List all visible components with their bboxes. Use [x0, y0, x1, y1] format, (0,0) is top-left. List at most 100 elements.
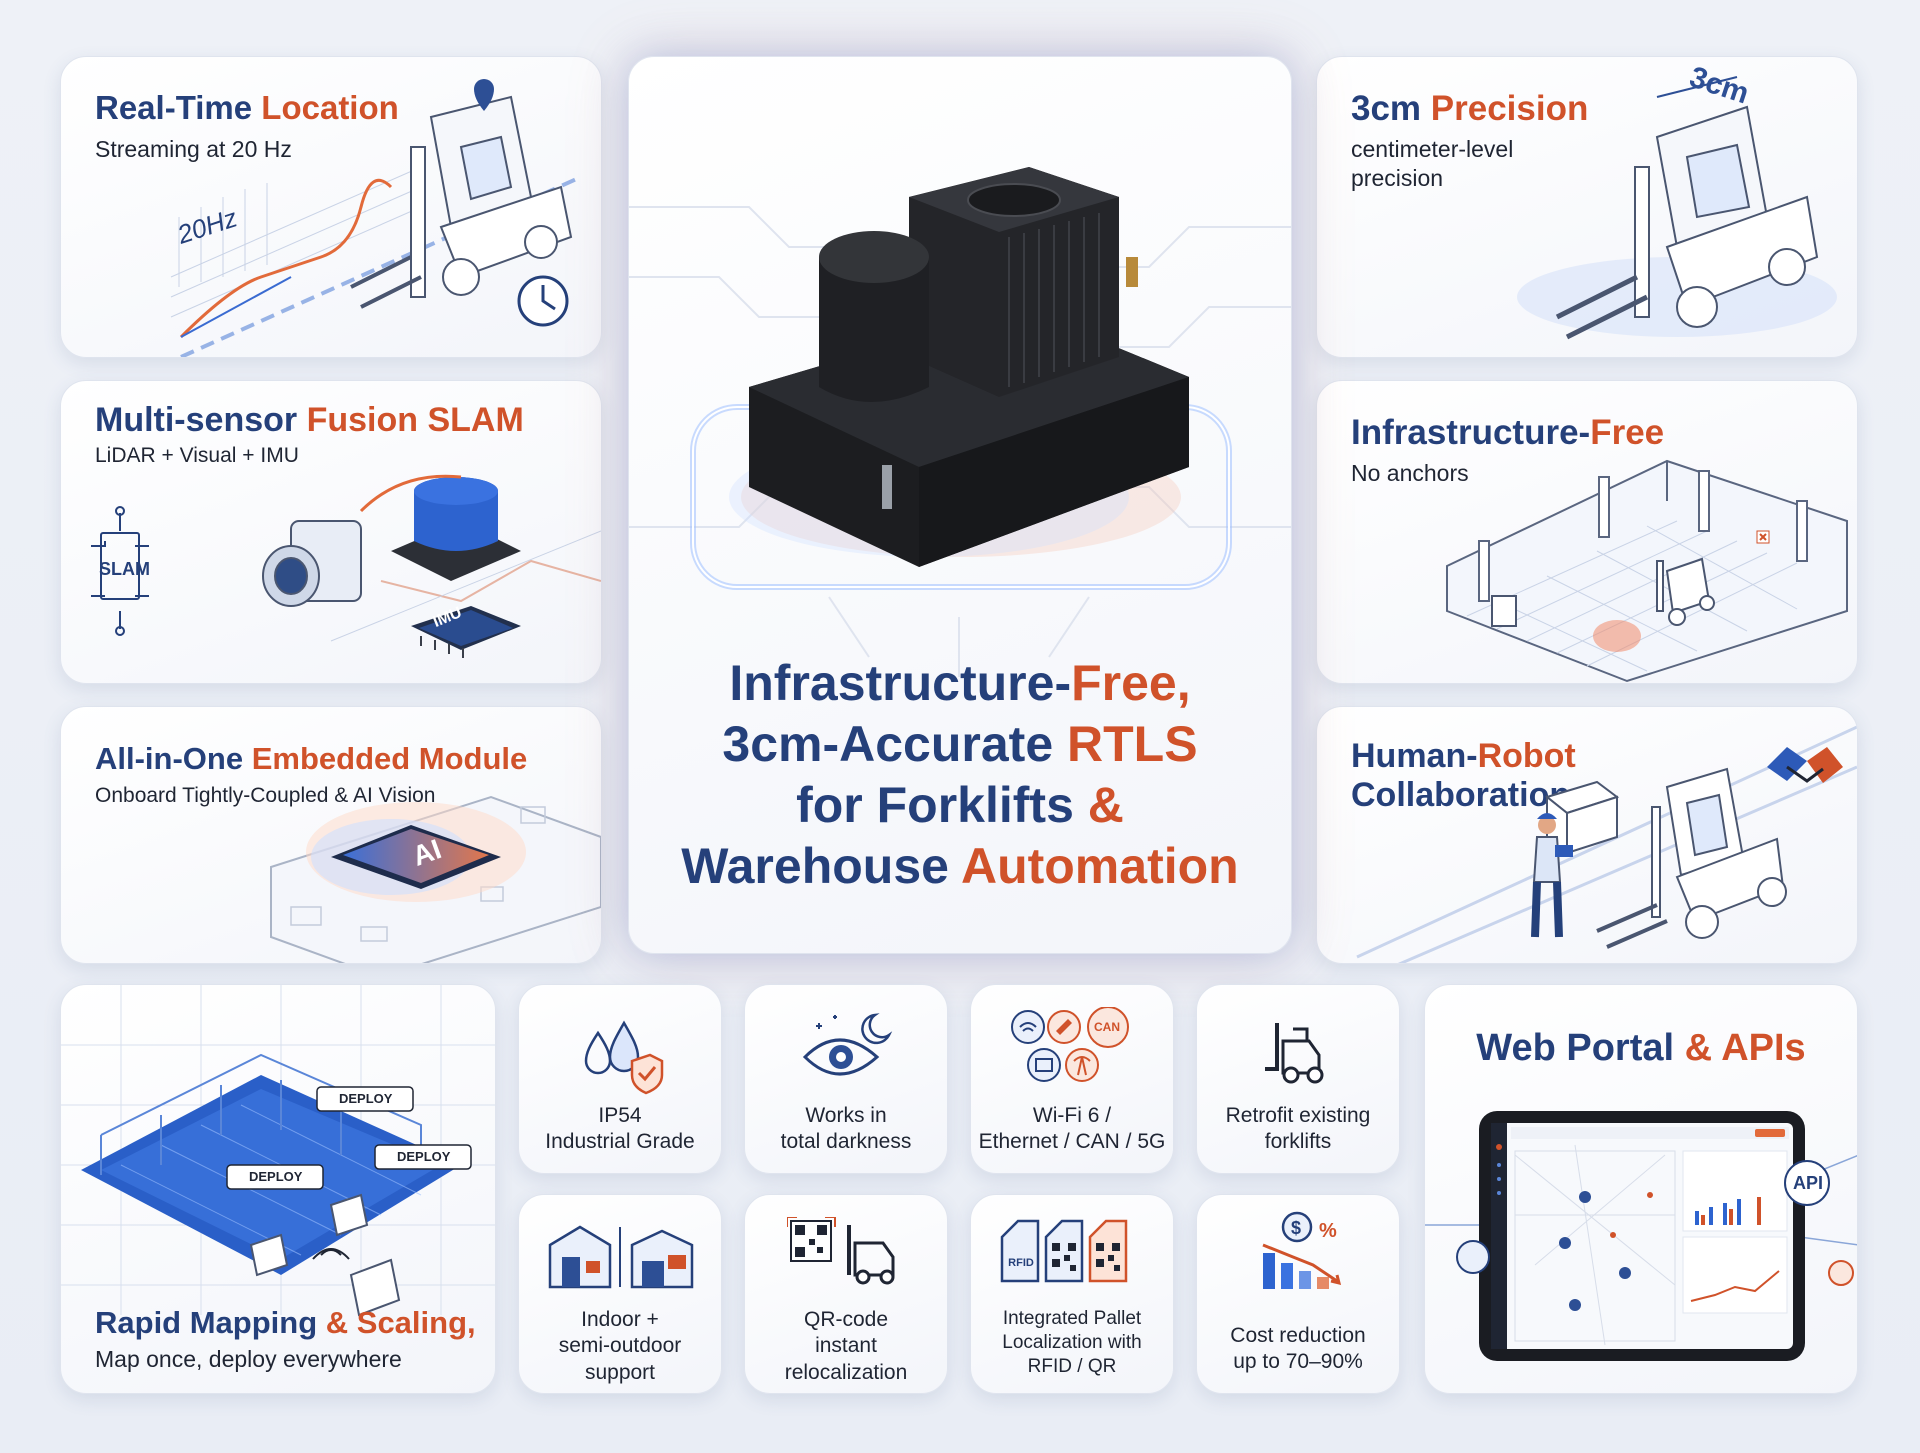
- card-infrastructure-free: Infrastructure-Free No anchors: [1316, 380, 1858, 684]
- card-all-in-one: All-in-One Embedded Module Onboard Tight…: [60, 706, 602, 964]
- hero-card: Infrastructure-Free, 3cm-Accurate RTLS f…: [628, 56, 1292, 954]
- feature-qr-line3: relocalization: [784, 1360, 908, 1384]
- rfid-tag-icon: [1000, 1219, 1128, 1283]
- hero-line2-b: RTLS: [1067, 716, 1198, 772]
- hrc-title-c: Collaboration: [1351, 776, 1571, 815]
- feature-darkness-label: Works in total darkness: [745, 1103, 947, 1156]
- mapping-illustration: [61, 985, 495, 1317]
- feature-connectivity-label: Wi-Fi 6 / Ethernet / CAN / 5G: [971, 1103, 1173, 1156]
- feature-darkness: Works in total darkness: [744, 984, 948, 1174]
- hero-line4-b: Automation: [960, 838, 1239, 894]
- slam-badge-label: SLAM: [99, 559, 150, 579]
- mapping-title-b: & Scaling,: [317, 1305, 476, 1340]
- warehouse-icon: [548, 1225, 694, 1289]
- hero-line2-a: 3cm-Accurate: [722, 716, 1068, 772]
- embedded-module-illustration: [270, 795, 601, 963]
- qr-forklift-icon: [787, 1217, 895, 1285]
- feature-cost-line1: Cost reduction: [1230, 1324, 1366, 1347]
- hero-line3-b: &: [1087, 777, 1124, 833]
- feature-cost: $ % Cost reduction up to 70–90%: [1196, 1194, 1400, 1394]
- forklift-icon: [1265, 1023, 1324, 1084]
- realtime-chart-illustration: [170, 79, 582, 357]
- human-robot-illustration: [1356, 725, 1857, 963]
- feature-retrofit-line1: Retrofit existing: [1225, 1104, 1371, 1127]
- mapping-title-a: Rapid Mapping: [95, 1305, 318, 1340]
- slam-title: Multi-sensor Fusion SLAM: [95, 401, 524, 440]
- feature-ip54-line1: IP54: [598, 1104, 642, 1127]
- feature-retrofit: Retrofit existing forklifts: [1196, 984, 1400, 1174]
- forklift-precision-illustration: [1517, 76, 1837, 340]
- deploy-tag-2: DEPLOY: [397, 1149, 451, 1164]
- deploy-tag-1: DEPLOY: [339, 1091, 393, 1106]
- mapping-title: Rapid Mapping & Scaling,: [95, 1305, 476, 1341]
- precision-title-b: Precision: [1421, 89, 1589, 128]
- feature-indoor-line2: semi-outdoor: [558, 1334, 682, 1358]
- web-title: Web Portal & APIs: [1425, 1027, 1857, 1071]
- feature-darkness-line1: Works in: [805, 1104, 887, 1127]
- realtime-title-a: Real-Time: [95, 89, 253, 126]
- hero-line4-a: Warehouse: [681, 838, 961, 894]
- feature-retrofit-line2: forklifts: [1264, 1130, 1332, 1154]
- eye-moon-icon: [802, 1013, 893, 1076]
- card-realtime-location: Real-Time Location Streaming at 20 Hz 20…: [60, 56, 602, 358]
- connectivity-icon: [1011, 1007, 1129, 1082]
- card-precision: 3cm Precision centimeter-level precision…: [1316, 56, 1858, 358]
- hrc-title-a: Human-: [1351, 737, 1478, 775]
- api-badge-label: API: [1792, 1173, 1823, 1193]
- feature-qr-line2: instant: [815, 1334, 877, 1358]
- slam-title-b: Fusion SLAM: [297, 401, 524, 439]
- can-badge-label: CAN: [1094, 1020, 1120, 1034]
- card-slam: Multi-sensor Fusion SLAM LiDAR + Visual …: [60, 380, 602, 684]
- water-shield-icon: [584, 1020, 664, 1095]
- allinone-subtitle: Onboard Tightly-Coupled & AI Vision: [95, 784, 436, 807]
- allinone-title-a: All-in-One: [95, 741, 244, 776]
- realtime-title-b: Location: [252, 89, 399, 126]
- rtls-device-illustration: [749, 167, 1189, 567]
- allinone-title: All-in-One Embedded Module: [95, 741, 527, 777]
- web-title-b: & APIs: [1674, 1027, 1806, 1069]
- feature-connectivity-line1: Wi-Fi 6 /: [1032, 1104, 1112, 1127]
- hrc-title-b: Robot: [1477, 737, 1576, 775]
- realtime-subtitle: Streaming at 20 Hz: [95, 136, 292, 162]
- rfid-badge-label: RFID: [1008, 1257, 1034, 1269]
- hero-headline: Infrastructure-Free, 3cm-Accurate RTLS f…: [629, 653, 1291, 897]
- hero-line1-a: Infrastructure-: [729, 655, 1072, 711]
- feature-darkness-line2: total darkness: [780, 1130, 912, 1154]
- feature-rfid-line3: RFID / QR: [1027, 1355, 1117, 1377]
- tablet-dashboard-illustration: [1425, 1111, 1857, 1361]
- infra-title-b: Free: [1590, 413, 1665, 452]
- cost-chart-icon: $ %: [1262, 1211, 1342, 1289]
- warehouse-floor-illustration: [1446, 459, 1848, 683]
- precision-subtitle: centimeter-level precision: [1351, 136, 1514, 191]
- feature-cost-line2: up to 70–90%: [1233, 1350, 1363, 1374]
- card-web-portal: Web Portal & APIs API: [1424, 984, 1858, 1394]
- infra-title: Infrastructure-Free: [1351, 413, 1664, 453]
- slam-subtitle: LiDAR + Visual + IMU: [95, 444, 299, 467]
- feature-indoor-line1: Indoor +: [581, 1308, 659, 1331]
- feature-connectivity-line2: Ethernet / CAN / 5G: [978, 1130, 1166, 1154]
- card-rapid-mapping: DEPLOY DEPLOY DEPLOY Rapid Mapping & Sca…: [60, 984, 496, 1394]
- infra-subtitle: No anchors: [1351, 460, 1469, 486]
- svg-text:$: $: [1291, 1218, 1301, 1238]
- feature-retrofit-label: Retrofit existing forklifts: [1197, 1103, 1399, 1156]
- hero-line3-a: for Forklifts: [796, 777, 1088, 833]
- feature-ip54-line2: Industrial Grade: [545, 1130, 695, 1154]
- feature-indoor-line3: support: [584, 1360, 656, 1384]
- allinone-title-b: Embedded Module: [243, 741, 528, 776]
- infra-title-a: Infrastructure-: [1351, 413, 1591, 452]
- hero-line1-b: Free,: [1071, 655, 1191, 711]
- feature-cost-label: Cost reduction up to 70–90%: [1197, 1323, 1399, 1376]
- mapping-subtitle: Map once, deploy everywhere: [95, 1346, 402, 1372]
- svg-text:%: %: [1319, 1220, 1337, 1242]
- realtime-title: Real-Time Location: [95, 89, 399, 127]
- feature-rfid-line2: Localization with: [1002, 1331, 1142, 1353]
- feature-rfid-line1: Integrated Pallet: [1002, 1308, 1142, 1329]
